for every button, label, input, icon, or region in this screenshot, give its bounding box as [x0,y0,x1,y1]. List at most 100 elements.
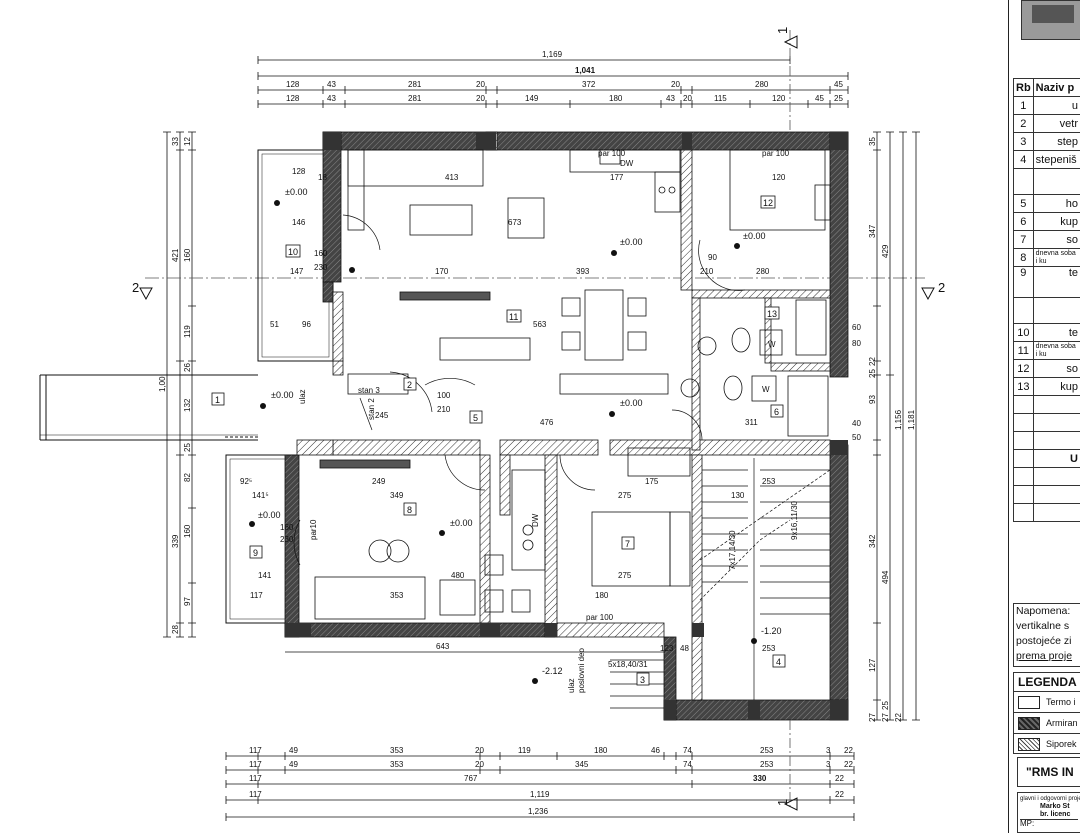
room-6-number: 6 [774,407,779,417]
legend-swatch-thermo [1018,695,1040,709]
table-header-name: Naziv p [1032,78,1080,97]
svg-text:146: 146 [292,218,306,227]
table-cell: te [1032,323,1080,342]
dim-text: 115 [714,94,727,103]
dim-text: 12 [183,137,192,146]
right-dim-texts: 35 347 429 1,156 1,181 60 80 22 25 93 40… [829,137,916,722]
author-role: glavni i odgovorni proje [1020,796,1080,802]
bottom-dim-row2: 117 49 353 20 345 74 253 3 22 [249,760,853,769]
label-stan3: stan 3 [358,386,380,395]
dim-text: 35 [868,137,877,146]
svg-text:230: 230 [280,535,294,544]
table-cell: so [1032,359,1080,378]
dim-text: 128 [286,80,300,89]
legend-swatch-siporex [1018,737,1040,751]
table-cell: te [1032,266,1080,298]
dim-text: 339 [171,534,180,548]
level-text: ±0.00 [743,231,765,241]
label-stair3: 5x18,40/31 [608,660,648,669]
dim-text: 20 [475,746,484,755]
top-dim-row4: 128 43 281 20 149 180 43 20 115 120 45 2… [286,94,843,103]
label-dw: DW [620,159,634,168]
dim-text: 353 [390,746,404,755]
legend-title: LEGENDA [1014,673,1080,692]
svg-text:147: 147 [290,267,304,276]
table-cell: stepeniš [1032,150,1080,169]
door-swings [293,214,746,566]
dim-text: 20 [476,94,485,103]
section-label-bottom: 1 [775,799,790,806]
dim-text: 49 [289,760,298,769]
dim-text: 281 [408,94,422,103]
dim-text: 27 [868,713,877,722]
svg-text:230: 230 [314,263,328,272]
top-dim-ticks [257,56,849,108]
dim-text: 119 [518,746,531,755]
table-cell: step [1032,132,1080,151]
svg-text:643: 643 [436,642,450,651]
level-text: ±0.00 [271,390,293,400]
dim-text: 342 [868,534,877,548]
floor-plan-drawing: 1,169 1,041 128 43 281 20 372 20 280 45 … [39,27,945,821]
legend-label: Armiran [1046,718,1078,728]
dim-text: 132 [183,398,192,412]
svg-text:120: 120 [772,173,786,182]
dim-text: 149 [525,94,539,103]
dim-text: 74 [683,746,692,755]
dim-text: 20 [671,80,680,89]
dim-text: 93 [868,395,877,404]
dim-text: 43 [327,80,336,89]
label-w: W [762,385,770,394]
dim-text: 3 [826,746,831,755]
legend-item: Termo i [1014,692,1080,713]
dim-text: 50 [852,433,861,442]
svg-text:476: 476 [540,418,554,427]
label-w: W [768,340,776,349]
level-markers [249,200,757,684]
dim-text: 40 [852,419,861,428]
dim-text: 49 [289,746,298,755]
table-cell: ho [1032,194,1080,213]
svg-text:275: 275 [618,491,632,500]
section-line-2: 2 2 [132,277,945,301]
svg-text:ulaz: ulaz [567,678,576,693]
dim-text: 20 [476,80,485,89]
svg-text:210: 210 [700,267,714,276]
table-cell: 5 [1013,194,1034,213]
dim-text: 1,181 [907,409,916,430]
svg-text:311: 311 [745,418,758,427]
dim-text: 60 [852,323,861,332]
table-cell: 7 [1013,230,1034,249]
dim-text: 1,00 [158,376,167,392]
dim-text: 74 [683,760,692,769]
section-mark-top: 1 [775,27,798,140]
left-dimension-lines [163,131,196,638]
bottom-dim-row1: 117 49 353 20 119 180 46 74 253 3 22 [249,746,853,755]
dim-text: 82 [183,473,192,482]
label-dw: DW [531,513,540,527]
table-cell: 3 [1013,132,1034,151]
room-4-number: 4 [776,657,781,667]
svg-text:175: 175 [645,477,659,486]
table-cell: 11 [1013,341,1034,360]
table-cell: dnevna soba i ku [1032,341,1080,360]
dim-text: 22 [894,713,903,722]
level-text: ±0.00 [620,398,642,408]
table-cell: 2 [1013,114,1034,133]
label-par10: par10 [309,519,318,540]
svg-text:480: 480 [451,571,465,580]
dim-text: 117 [249,760,262,769]
dim-text: 97 [183,597,192,606]
columns [285,132,848,720]
dim-text: 45 [834,80,843,89]
svg-text:563: 563 [533,320,547,329]
table-cell: 9 [1013,266,1034,298]
svg-text:48: 48 [680,644,689,653]
room-8-number: 8 [407,505,412,515]
dim-text: 421 [171,248,180,262]
section-mark-bottom: 1 [775,720,798,811]
firm-name: "RMS IN [1017,757,1080,787]
dim-text: 1,119 [530,790,550,799]
author-name: Marko St [1040,803,1070,810]
